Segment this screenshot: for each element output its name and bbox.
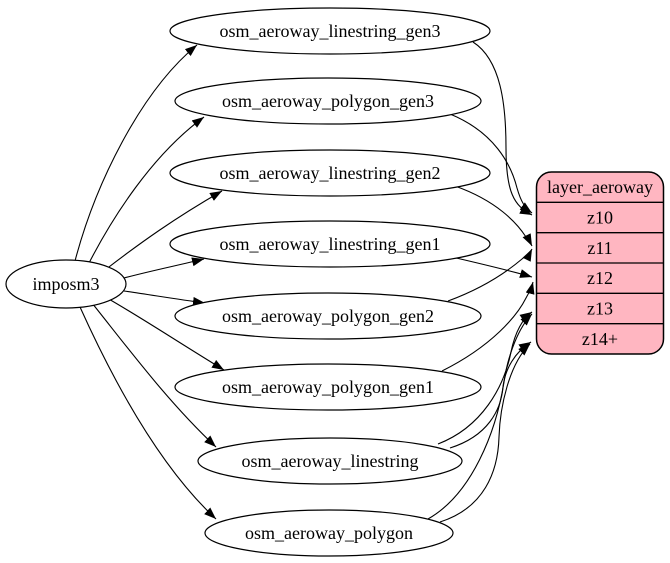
edge-imposm3-to-osm-aeroway-linestring-gen1 xyxy=(123,257,205,279)
layer-row-z11: z11 xyxy=(587,238,612,258)
source-node-imposm3: imposm3 xyxy=(5,259,127,309)
edge-osm-aeroway-polygon-to-z14plus xyxy=(439,343,531,523)
edge-osm-aeroway-polygon-gen1-to-z12 xyxy=(441,281,535,372)
table-ellipse xyxy=(197,437,463,485)
edge-osm-aeroway-polygon-gen3-to-z10 xyxy=(449,113,533,214)
edge-osm-aeroway-polygon-gen2-to-z11 xyxy=(447,248,533,302)
layer-row-z13: z13 xyxy=(587,299,613,319)
edge-imposm3-to-osm-aeroway-polygon-gen2 xyxy=(123,290,206,306)
edge-osm-aeroway-linestring-gen1-to-z12 xyxy=(451,256,533,278)
edge-osm-aeroway-polygon-to-z13 xyxy=(427,313,533,520)
table-node-osm-aeroway-polygon-gen2: osm_aeroway_polygon_gen2 xyxy=(174,292,482,340)
table-label: osm_aeroway_linestring_gen1 xyxy=(220,234,441,254)
table-node-osm-aeroway-linestring: osm_aeroway_linestring xyxy=(197,437,463,485)
edge-imposm3-to-osm-aeroway-polygon xyxy=(79,306,217,520)
table-ellipse xyxy=(174,77,482,125)
table-label: osm_aeroway_polygon_gen2 xyxy=(222,306,434,326)
table-label: osm_aeroway_linestring_gen2 xyxy=(220,163,441,183)
table-node-osm-aeroway-polygon-gen3: osm_aeroway_polygon_gen3 xyxy=(174,77,482,125)
layer-row-z14plus: z14+ xyxy=(582,329,618,349)
edge-imposm3-to-osm-aeroway-linestring-gen3 xyxy=(74,44,198,262)
table-ellipse xyxy=(169,149,491,197)
edges-tables-to-layer xyxy=(427,41,535,523)
table-label: osm_aeroway_polygon xyxy=(245,523,413,543)
table-label: osm_aeroway_polygon_gen1 xyxy=(222,377,434,397)
table-label: osm_aeroway_linestring_gen3 xyxy=(220,21,441,41)
table-label: osm_aeroway_polygon_gen3 xyxy=(222,91,434,111)
table-node-osm-aeroway-linestring-gen2: osm_aeroway_linestring_gen2 xyxy=(169,149,491,197)
edge-imposm3-to-osm-aeroway-linestring xyxy=(91,302,217,448)
edge-imposm3-to-osm-aeroway-polygon-gen3 xyxy=(87,116,205,266)
table-node-osm-aeroway-linestring-gen3: osm_aeroway_linestring_gen3 xyxy=(169,7,491,55)
edges-source-to-tables xyxy=(74,44,225,520)
layer-node-layer-aeroway: layer_aeroway z10 z11 z12 z13 z14+ xyxy=(535,171,665,355)
table-ellipse xyxy=(174,292,482,340)
table-node-osm-aeroway-polygon-gen1: osm_aeroway_polygon_gen1 xyxy=(174,363,482,411)
table-label: osm_aeroway_linestring xyxy=(242,451,419,471)
table-ellipse xyxy=(169,7,491,55)
edge-osm-aeroway-linestring-gen3-to-z10 xyxy=(472,41,533,216)
edge-osm-aeroway-linestring-to-z14plus xyxy=(449,341,532,449)
edge-osm-aeroway-linestring-gen2-to-z11 xyxy=(454,185,533,247)
layer-row-z12: z12 xyxy=(587,268,613,288)
table-ellipse xyxy=(174,363,482,411)
imposm3-ellipse xyxy=(5,259,127,309)
table-node-osm-aeroway-polygon: osm_aeroway_polygon xyxy=(204,509,454,557)
table-ellipse xyxy=(204,509,454,557)
table-ellipse xyxy=(169,220,491,268)
layer-row-z10: z10 xyxy=(587,208,613,228)
layer-title: layer_aeroway xyxy=(547,177,653,197)
table-node-osm-aeroway-linestring-gen1: osm_aeroway_linestring_gen1 xyxy=(169,220,491,268)
edge-imposm3-to-osm-aeroway-polygon-gen1 xyxy=(106,297,225,371)
imposm3-label: imposm3 xyxy=(32,274,99,294)
edge-imposm3-to-osm-aeroway-linestring-gen2 xyxy=(104,190,223,271)
